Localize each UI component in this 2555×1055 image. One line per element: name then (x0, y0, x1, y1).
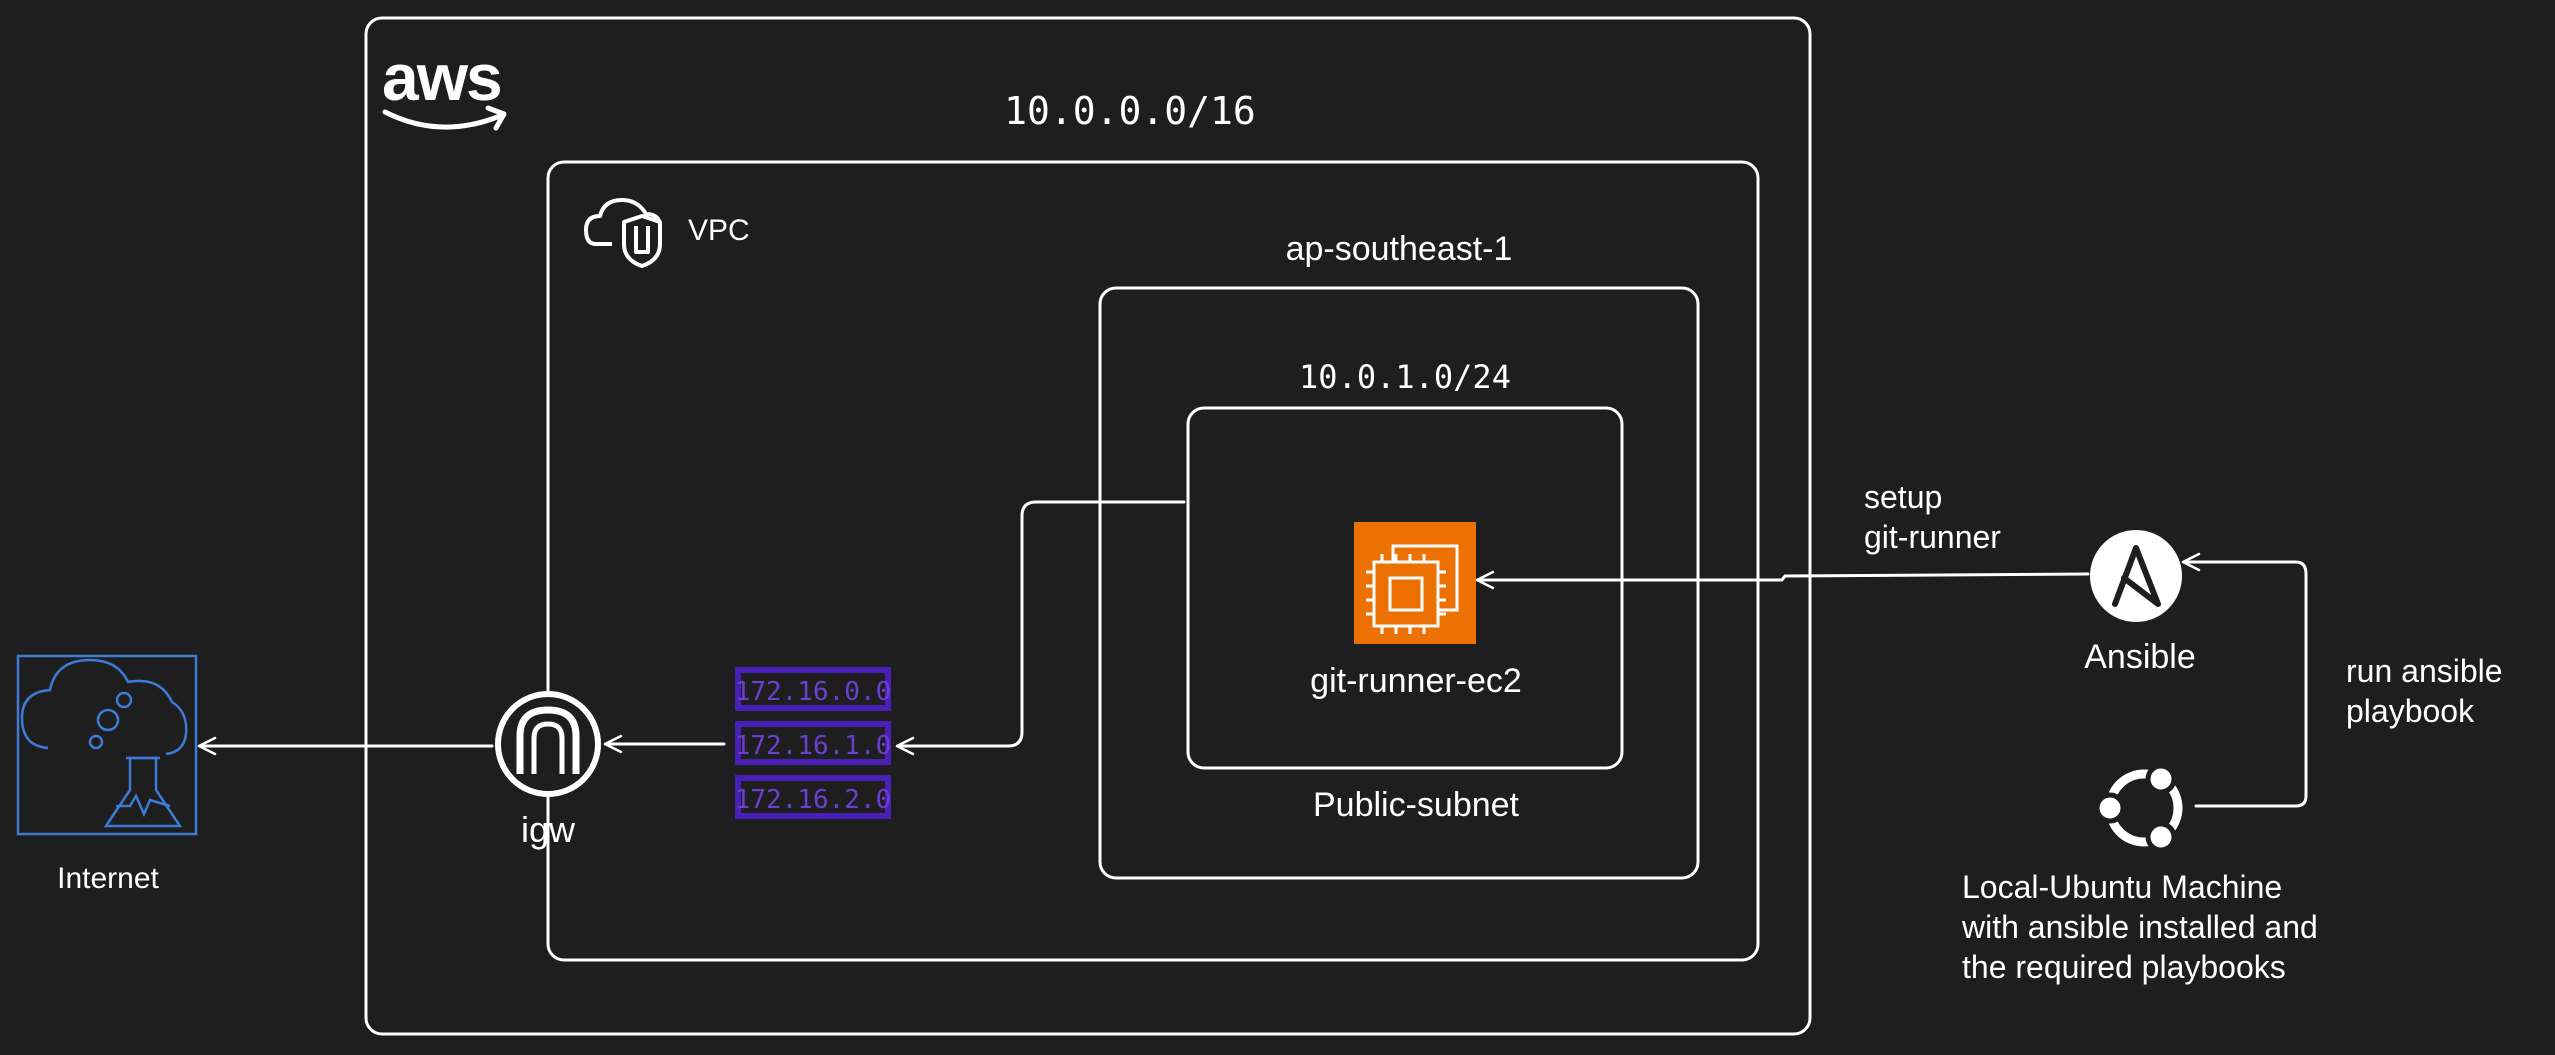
edge-ubuntu-to-ansible (2181, 552, 2308, 808)
aws-logo-text: aws (382, 40, 501, 114)
subnet-cidr-label: 10.0.1.0/24 (1299, 358, 1511, 396)
aws-cidr-label: 10.0.0.0/16 (1004, 89, 1256, 133)
region-container (1098, 286, 1700, 880)
ansible-icon (2090, 530, 2182, 622)
region-label: ap-southeast-1 (1286, 230, 1513, 268)
igw-label: igw (521, 809, 576, 850)
run-edge-label-line-2: playbook (2346, 693, 2475, 729)
ec2-chip-icon (1354, 522, 1476, 644)
setup-edge-label-line-2: git-runner (1864, 519, 2001, 555)
internet-label: Internet (57, 862, 159, 895)
igw-icon (495, 691, 601, 797)
ubuntu-label-line-3: the required playbooks (1962, 949, 2286, 985)
vpc-label: VPC (688, 214, 750, 247)
ubuntu-label-line-1: Local-Ubuntu Machine (1962, 869, 2282, 905)
vpc-container (546, 160, 1760, 962)
aws-cloud-container (364, 16, 1812, 1036)
edge-subnet-to-route-table (895, 500, 1186, 756)
route-entry-box (735, 667, 891, 711)
subnet-label: Public-subnet (1313, 786, 1520, 824)
ec2-label: git-runner-ec2 (1310, 662, 1522, 700)
ubuntu-label-line-2: with ansible installed and (1961, 909, 2318, 945)
route-entry-1: 172.16.1.0 (735, 731, 892, 761)
route-table-icon: 172.16.0.0 172.16.1.0 172.16.2.0 (735, 667, 892, 819)
route-entry-0: 172.16.0.0 (735, 677, 892, 707)
route-entry-box (735, 721, 891, 765)
run-edge-label-line-1: run ansible (2346, 653, 2503, 689)
internet-cloud-flask-icon (16, 654, 198, 836)
subnet-container (1186, 406, 1624, 770)
vpc-cloud-shield-icon (584, 198, 662, 268)
setup-edge-label-line-1: setup (1864, 479, 1942, 515)
ansible-label: Ansible (2084, 638, 2196, 676)
edge-ansible-to-ec2 (1475, 570, 2090, 590)
ubuntu-icon (2094, 763, 2183, 853)
route-entry-box (735, 775, 891, 819)
aws-logo: aws (382, 40, 507, 131)
route-entry-2: 172.16.2.0 (735, 785, 892, 815)
